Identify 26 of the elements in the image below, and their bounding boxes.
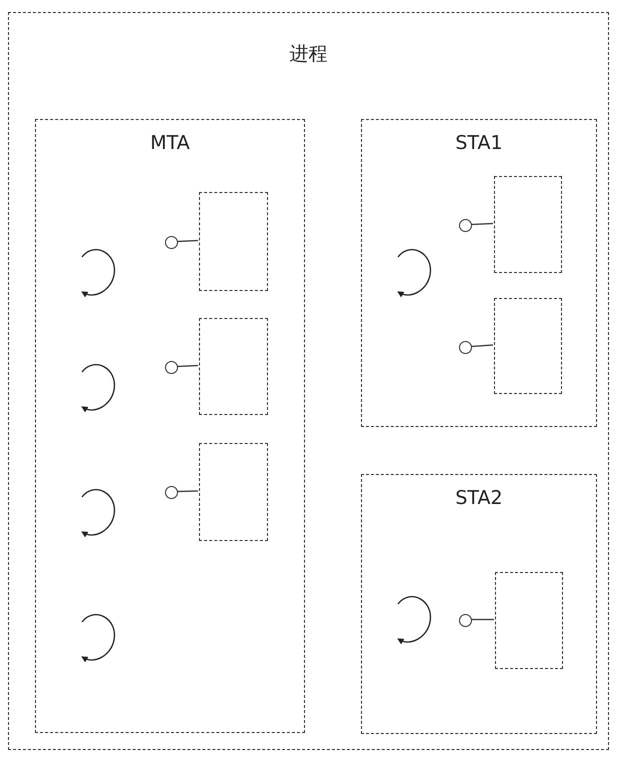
interface-circle <box>459 341 472 354</box>
frame-title: MTA <box>149 132 191 154</box>
object-box <box>494 176 562 273</box>
object-box <box>199 443 268 541</box>
object-box <box>495 572 563 669</box>
interface-circle <box>165 236 178 249</box>
frame-title: 进程 <box>288 42 328 67</box>
interface-circle <box>165 361 178 374</box>
apartment-box <box>361 474 597 734</box>
frame-title: STA2 <box>454 487 504 509</box>
interface-circle <box>459 219 472 232</box>
object-box <box>199 318 268 415</box>
apartment-box <box>361 119 597 427</box>
connector-line <box>176 364 198 368</box>
frame-title: STA1 <box>454 132 504 154</box>
connector-line <box>176 240 198 242</box>
connector-line <box>470 344 494 348</box>
interface-circle <box>165 486 178 499</box>
apartment-box <box>35 119 305 733</box>
object-box <box>494 298 562 394</box>
object-box <box>199 192 268 291</box>
interface-circle <box>459 614 472 627</box>
connector-line <box>176 490 198 492</box>
connector-line <box>470 222 494 226</box>
connector-line <box>471 618 494 620</box>
process-frame <box>8 12 609 750</box>
